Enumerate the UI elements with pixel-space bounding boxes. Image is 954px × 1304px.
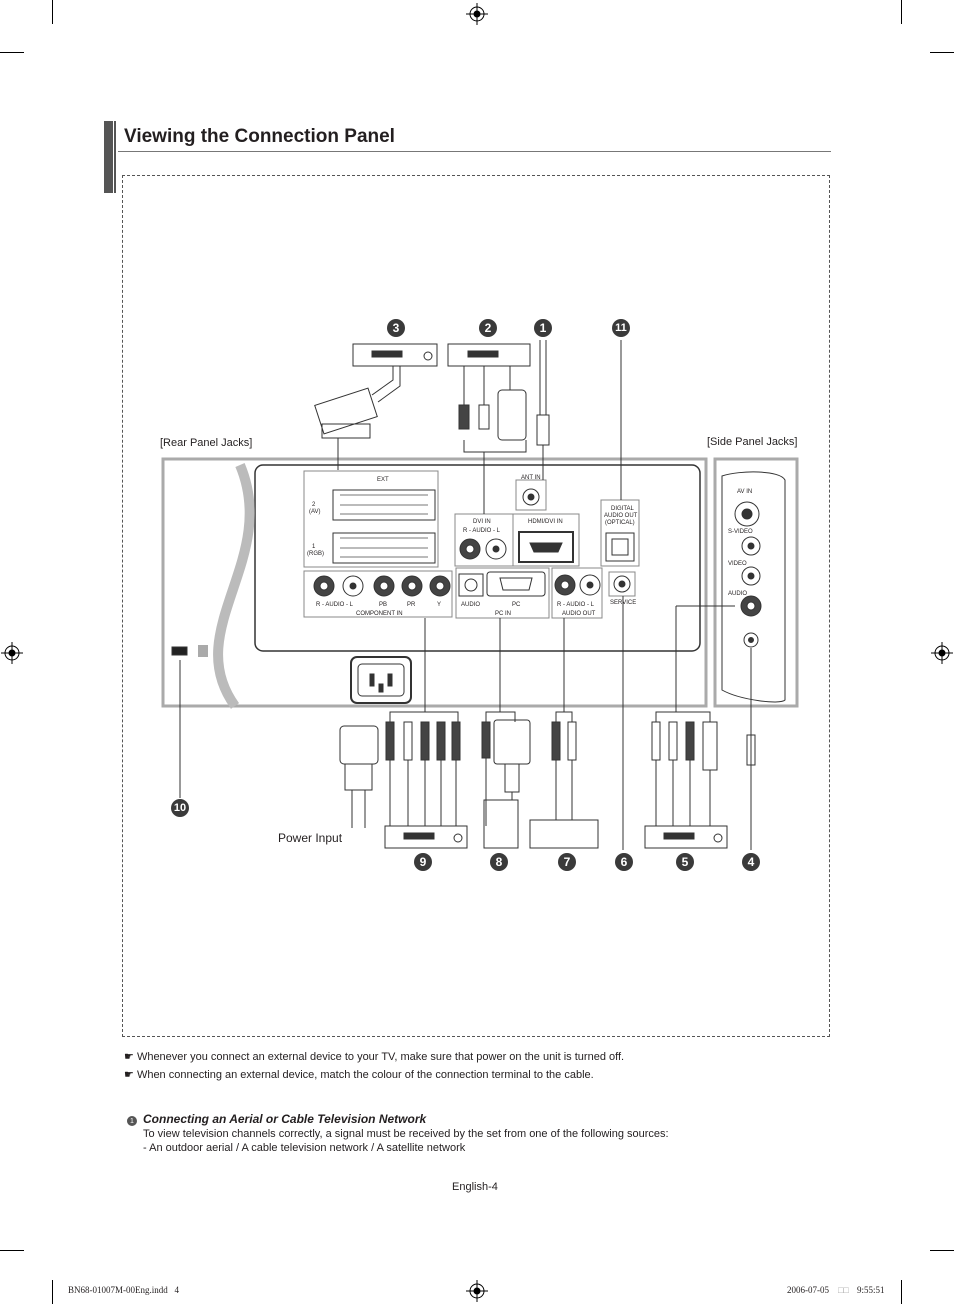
jack-label-ant-in: ANT IN xyxy=(521,475,541,481)
page-title: Viewing the Connection Panel xyxy=(124,126,395,147)
svg-text:(OPTICAL): (OPTICAL) xyxy=(605,520,635,526)
callout-badge-5: 5 xyxy=(676,853,694,871)
power-input-label: Power Input xyxy=(278,831,343,845)
callout-badge-7: 7 xyxy=(558,853,576,871)
jack-label-component-audio: R - AUDIO - L xyxy=(316,602,354,608)
crop-mark xyxy=(52,0,53,24)
crop-mark xyxy=(0,1250,24,1251)
placeholder-glyph: □□ xyxy=(838,1285,849,1295)
print-date: 2006-07-05 xyxy=(787,1285,829,1295)
callout-badge-6: 6 xyxy=(615,853,633,871)
jack-label-dvi-in: DVI IN xyxy=(473,519,491,525)
jack-label-audio-out-rl: R - AUDIO - L xyxy=(557,602,595,608)
callout-badge-1: 1 xyxy=(534,319,552,337)
hand-pointer-icon: ☛ xyxy=(124,1051,134,1063)
callout-badge-2: 2 xyxy=(479,319,497,337)
page-number: English-4 xyxy=(452,1181,498,1193)
jack-label-ext-2: 2 xyxy=(312,502,316,508)
svg-text:1: 1 xyxy=(312,544,316,550)
crop-mark xyxy=(901,1280,902,1304)
print-file-name: BN68-01007M-00Eng.indd 4 xyxy=(68,1285,179,1295)
jack-label-audio: AUDIO xyxy=(728,591,747,597)
section-heading: Connecting an Aerial or Cable Television… xyxy=(143,1112,427,1126)
callout-badge-9: 9 xyxy=(414,853,432,871)
jack-label-av-in: AV IN xyxy=(737,489,752,495)
diagram-frame xyxy=(122,175,830,1037)
note-2: ☛ When connecting an external device, ma… xyxy=(124,1068,594,1081)
jack-label-s-video: S-VIDEO xyxy=(728,529,753,535)
jack-label-dvi-audio: R - AUDIO - L xyxy=(463,528,501,534)
crop-mark xyxy=(930,52,954,53)
svg-text:DIGITAL: DIGITAL xyxy=(611,506,635,512)
jack-label-hdmi: HDMI/DVI IN xyxy=(528,519,563,525)
note-text: When connecting an external device, matc… xyxy=(136,1069,594,1081)
svg-text:(RGB): (RGB) xyxy=(307,551,324,557)
callout-badge-11: 11 xyxy=(612,319,630,337)
jack-label-component: COMPONENT IN xyxy=(356,611,403,617)
rear-panel-label: [Rear Panel Jacks] xyxy=(160,437,253,449)
section-text: To view television channels correctly, a… xyxy=(143,1128,669,1140)
jack-label-audio-out: AUDIO OUT xyxy=(562,611,596,617)
note-1: ☛ Whenever you connect an external devic… xyxy=(124,1050,624,1063)
crop-mark xyxy=(52,1280,53,1304)
registration-mark-icon xyxy=(931,642,953,664)
jack-label-ext: EXT xyxy=(377,477,389,483)
jack-label-pc: PC xyxy=(512,602,521,608)
title-accent-bar xyxy=(104,121,113,193)
registration-mark-icon xyxy=(1,642,23,664)
jack-label-video: VIDEO xyxy=(728,561,747,567)
registration-mark-icon xyxy=(466,3,488,25)
title-rule xyxy=(118,151,831,152)
registration-mark-icon xyxy=(466,1280,488,1302)
callout-badge-8: 8 xyxy=(490,853,508,871)
jack-label-ext-2-av: (AV) xyxy=(309,509,321,515)
jack-label-pc-in: PC IN xyxy=(495,611,511,617)
jack-label-service: SERVICE xyxy=(610,600,636,606)
side-panel-label: [Side Panel Jacks] xyxy=(707,436,798,448)
jack-label-pc-audio: AUDIO xyxy=(461,602,480,608)
print-time: 9:55:51 xyxy=(857,1285,885,1295)
jack-label-pr: PR xyxy=(407,602,416,608)
callout-badge-10: 10 xyxy=(171,799,189,817)
connection-diagram: EXT 2 (AV) 1 (RGB) ANT IN DVI IN R - AUD… xyxy=(161,340,799,850)
callout-badge-3: 3 xyxy=(387,319,405,337)
note-text: Whenever you connect an external device … xyxy=(136,1051,625,1063)
crop-mark xyxy=(901,0,902,24)
hand-pointer-icon: ☛ xyxy=(124,1069,134,1081)
crop-mark xyxy=(0,52,24,53)
section-text: - An outdoor aerial / A cable television… xyxy=(143,1142,466,1154)
svg-text:AUDIO OUT: AUDIO OUT xyxy=(604,513,638,519)
callout-badge-4: 4 xyxy=(742,853,760,871)
jack-label-y: Y xyxy=(437,602,441,608)
crop-mark xyxy=(930,1250,954,1251)
title-accent-bar xyxy=(114,121,116,193)
section-number-badge: 1 xyxy=(127,1116,137,1126)
jack-label-pb: PB xyxy=(379,602,387,608)
